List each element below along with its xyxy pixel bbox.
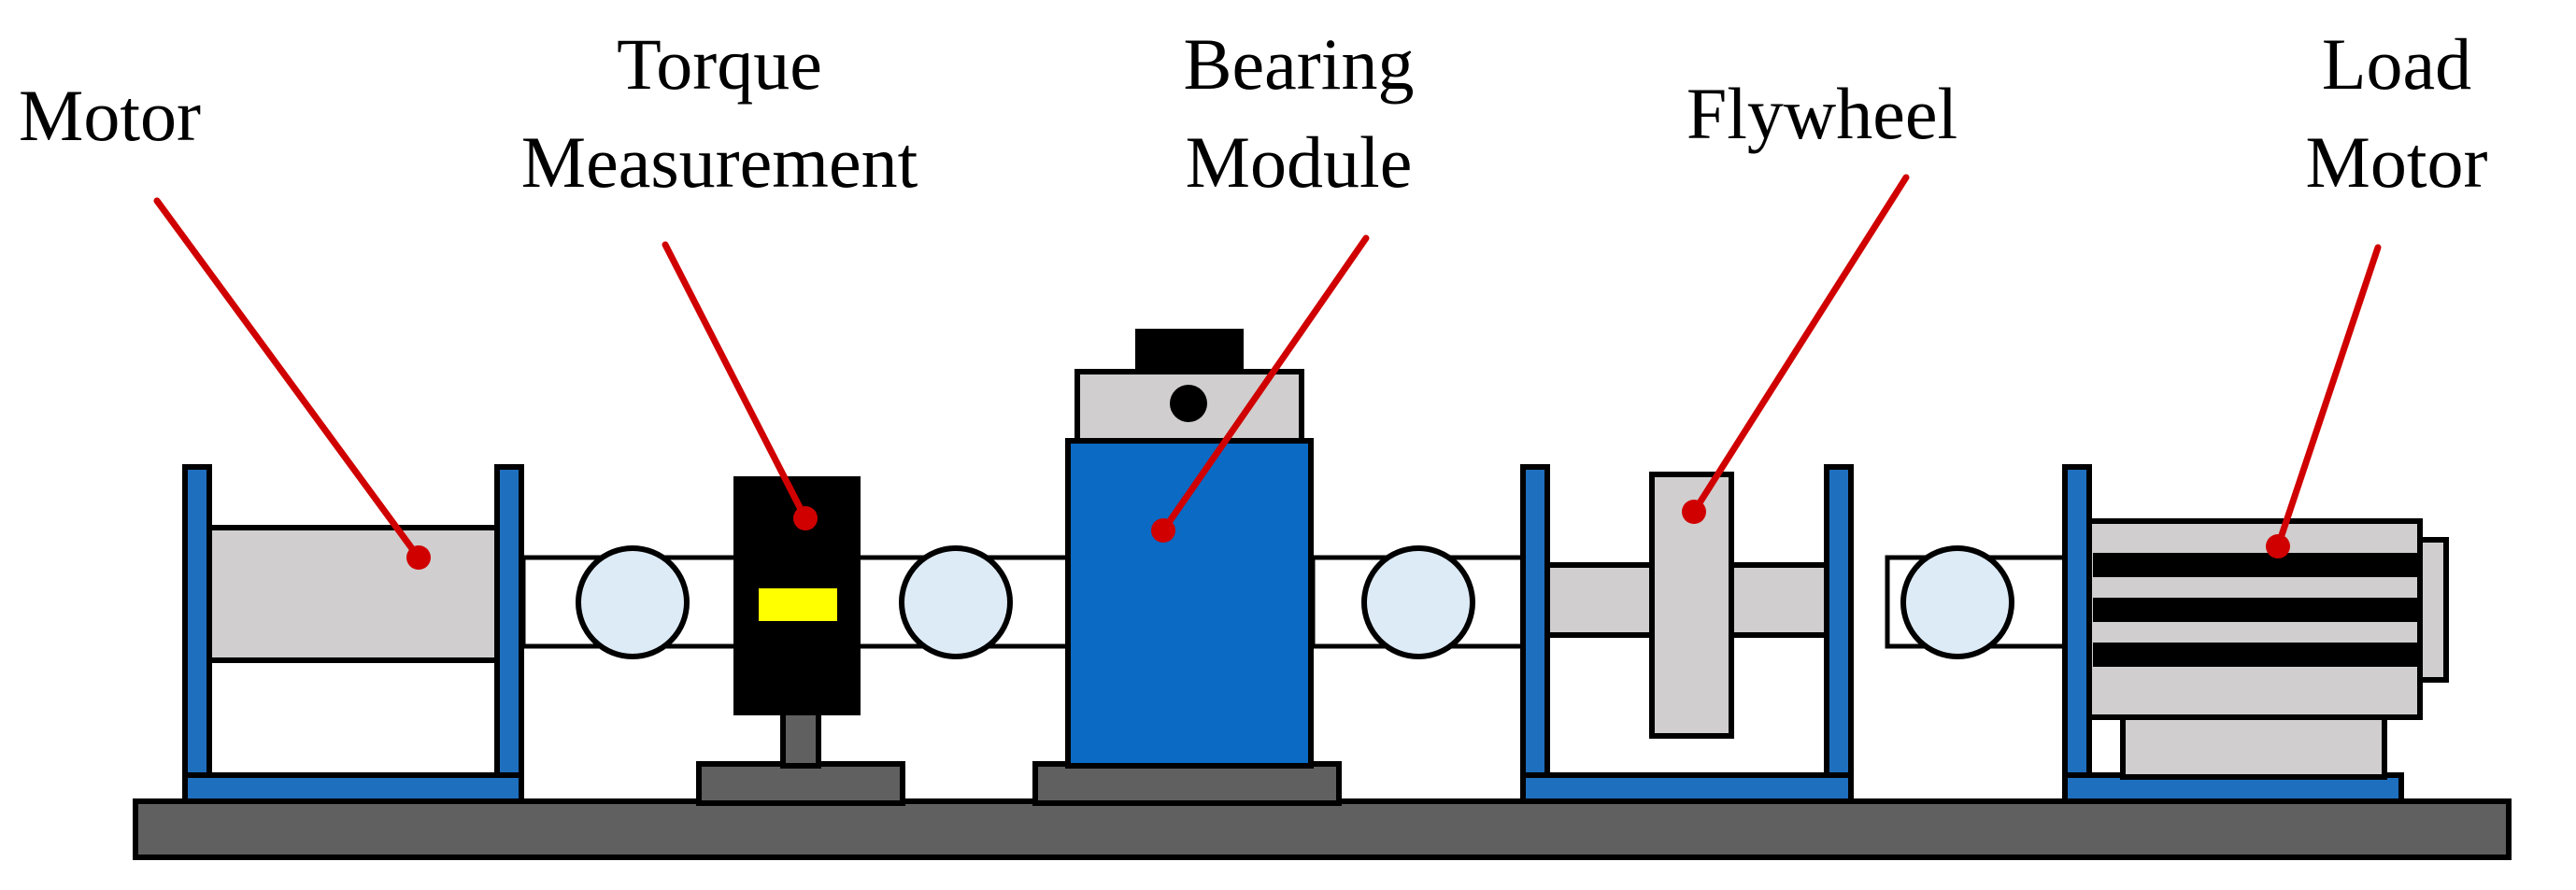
labels: Motor Torque Measurement Bearing Module … bbox=[19, 23, 2488, 203]
torque-stand-post bbox=[780, 709, 821, 769]
couplings bbox=[576, 545, 2014, 659]
label-torque-line2: Measurement bbox=[521, 121, 918, 203]
leader-dot-torque bbox=[793, 506, 818, 530]
leader-dot-flywheel bbox=[1682, 500, 1706, 524]
label-load-line1: Load bbox=[2322, 23, 2471, 105]
bearing-top-cap bbox=[1135, 329, 1244, 376]
leader-lines bbox=[153, 174, 2382, 561]
load-motor-fin-3 bbox=[2093, 643, 2418, 667]
coupling-1 bbox=[576, 545, 690, 659]
flywheel-frame-base bbox=[1520, 772, 1854, 804]
leader-dot-bearing bbox=[1151, 518, 1175, 543]
label-flywheel: Flywheel bbox=[1686, 73, 1957, 154]
label-load-line2: Motor bbox=[2306, 121, 2488, 203]
label-bearing-line2: Module bbox=[1186, 121, 1413, 203]
load-motor-assembly bbox=[2062, 464, 2449, 804]
leader-dots bbox=[406, 500, 2290, 570]
coupling-2 bbox=[899, 545, 1013, 659]
bearing-module-assembly bbox=[1032, 329, 1342, 806]
leader-motor bbox=[153, 197, 422, 561]
coupling-3 bbox=[1361, 545, 1475, 659]
torque-indicator-light bbox=[759, 588, 837, 621]
leader-bearing bbox=[1160, 234, 1370, 534]
torque-stand-base bbox=[696, 761, 905, 806]
label-torque-line1: Torque bbox=[617, 23, 822, 105]
motor-body bbox=[205, 525, 502, 663]
base-plate bbox=[133, 798, 2512, 860]
label-motor: Motor bbox=[19, 75, 201, 156]
bearing-stand-base bbox=[1032, 761, 1342, 806]
coupling-4 bbox=[1900, 545, 2014, 659]
leader-flywheel bbox=[1690, 174, 1910, 516]
flywheel-frame-left bbox=[1520, 464, 1550, 783]
leader-dot-motor bbox=[406, 545, 431, 570]
leader-dot-load-motor bbox=[2266, 534, 2290, 558]
load-motor-fin-1 bbox=[2093, 553, 2418, 577]
label-bearing-line1: Bearing bbox=[1184, 23, 1415, 105]
load-motor-frame-left bbox=[2062, 464, 2092, 783]
motor-frame-base bbox=[182, 772, 524, 804]
bearing-sensor-dot bbox=[1170, 385, 1207, 422]
leader-load-motor bbox=[2274, 244, 2382, 550]
flywheel-frame-right bbox=[1824, 464, 1854, 783]
motor-assembly bbox=[182, 464, 524, 804]
motor-frame-left bbox=[182, 464, 212, 783]
load-motor-foot bbox=[2120, 712, 2387, 780]
motor-frame-right bbox=[494, 464, 524, 783]
load-motor-fin-2 bbox=[2093, 598, 2418, 622]
leader-torque bbox=[662, 241, 809, 522]
